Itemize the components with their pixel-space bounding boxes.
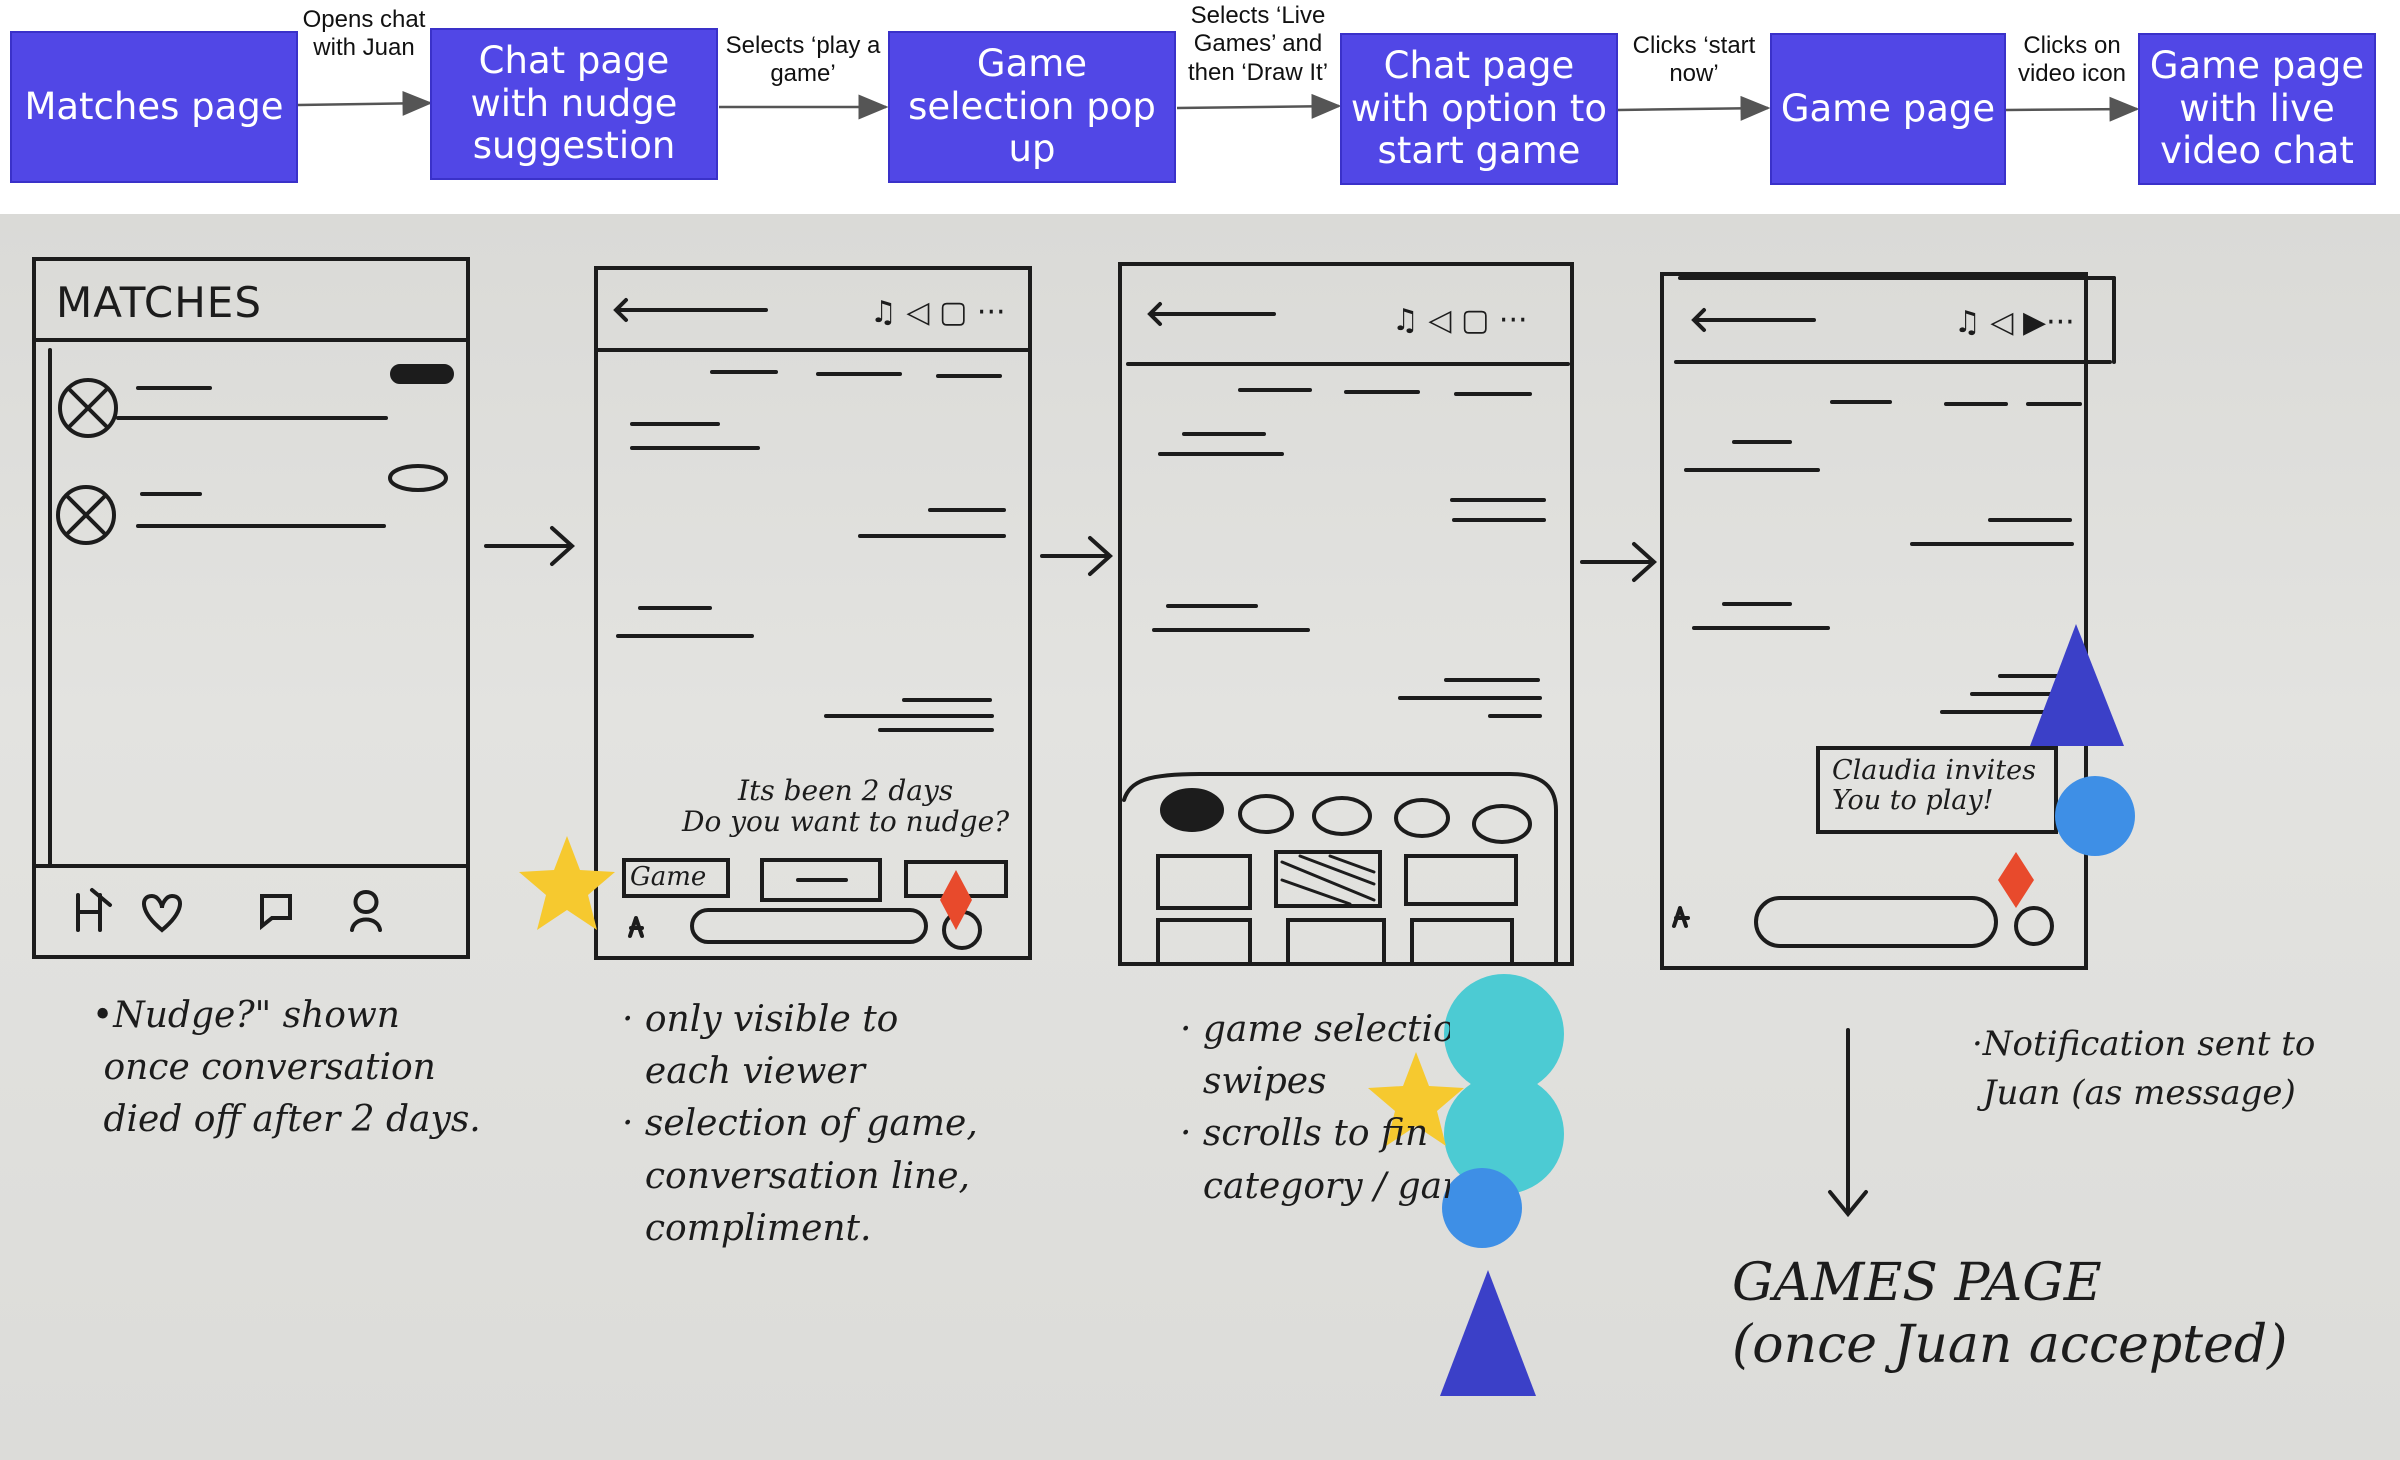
- star-marker-1: [519, 836, 615, 930]
- sketch-arrow-down: [1828, 1028, 1868, 1218]
- message-icon: [260, 894, 292, 931]
- game-suggestion-button: Game: [630, 862, 707, 892]
- matches-title: MATCHES: [56, 278, 263, 327]
- teal-circle-1: [1444, 974, 1564, 1094]
- sketch-arrow-2: [1040, 536, 1113, 576]
- nudge-prompt: Its been 2 days Do you want to nudge?: [682, 774, 1010, 838]
- flow-transition-3: Selects ‘Live Games’ and then ‘Draw It’: [1187, 2, 1329, 86]
- sketch-screen-matches: [32, 257, 470, 959]
- match-avatar-2: [56, 485, 116, 545]
- flow-step-chat-nudge: Chat page with nudge suggestion: [430, 28, 718, 180]
- flow-step-game-popup: Game selection pop up: [888, 31, 1176, 183]
- flow-transition-1: Opens chat with Juan: [302, 6, 426, 62]
- blue-dot-2: [2055, 776, 2135, 856]
- flow-step-game-video: Game page with live video chat: [2138, 33, 2376, 185]
- triangle-marker-2: [2030, 624, 2124, 746]
- flow-step-matches-page: Matches page: [10, 31, 298, 183]
- note-screen-3: · game selection swipes · scrolls to fin…: [1180, 1009, 1450, 1207]
- flow-arrow-4: [1617, 95, 1771, 121]
- flow-arrow-5: [2005, 96, 2140, 122]
- flow-arrows: [297, 90, 2140, 122]
- blue-dot-1: [1442, 1168, 1522, 1248]
- profile-icon: [350, 889, 382, 932]
- flow-arrow-1: [297, 90, 433, 116]
- flow-transition-4: Clicks ‘start now’: [1632, 32, 1756, 88]
- games-page-label: GAMES PAGE (once Juan accepted): [1732, 1253, 2288, 1376]
- teal-circle-2: [1444, 1074, 1564, 1194]
- diamond-marker-2: [1998, 852, 2034, 908]
- flow-transition-2: Selects ‘play a game’: [725, 32, 881, 88]
- svg-text:♫ ◁ ▢ ···: ♫ ◁ ▢ ···: [870, 295, 1006, 330]
- flow-step-game-page: Game page: [1770, 33, 2006, 185]
- diamond-marker-1: [940, 870, 972, 930]
- invite-message: Claudia invites You to play!: [1832, 755, 2036, 816]
- sketch-arrow-3: [1580, 542, 1657, 582]
- flow-arrow-3: [1176, 93, 1342, 119]
- svg-text:♫ ◁ ▶···: ♫ ◁ ▶···: [1954, 305, 2075, 340]
- flow-step-chat-start-game: Chat page with option to start game: [1340, 33, 1618, 185]
- heart-icon: [142, 893, 182, 933]
- match-avatar-1: [58, 378, 118, 438]
- sketch-screen-chat-nudge: ♫ ◁ ▢ ···: [594, 266, 1032, 960]
- svg-text:♫ ◁ ▢ ···: ♫ ◁ ▢ ···: [1392, 303, 1528, 338]
- sketch-photo: [0, 214, 2400, 1460]
- home-icon: [76, 888, 112, 932]
- sketch-arrow-1: [484, 526, 575, 566]
- sketch-screen-chat-invite: ♫ ◁ ▶···: [1660, 272, 2116, 970]
- sketch-screen-game-selection: ♫ ◁ ▢ ···: [1118, 262, 1574, 966]
- flow-transition-5: Clicks on video icon: [2017, 32, 2127, 88]
- triangle-marker-1: [1440, 1270, 1536, 1396]
- note-screen-4: ·Notification sent to Juan (as message): [1972, 1024, 2316, 1114]
- star-marker-2: [1368, 1052, 1464, 1146]
- note-screen-2: · only visible to each viewer · selectio…: [622, 999, 978, 1249]
- note-screen-1: •Nudge?" shown once conversation died of…: [92, 995, 481, 1141]
- wireframe-sketch: ♫ ◁ ▢ ··· ♫ ◁ ▢ ···: [32, 257, 2135, 1396]
